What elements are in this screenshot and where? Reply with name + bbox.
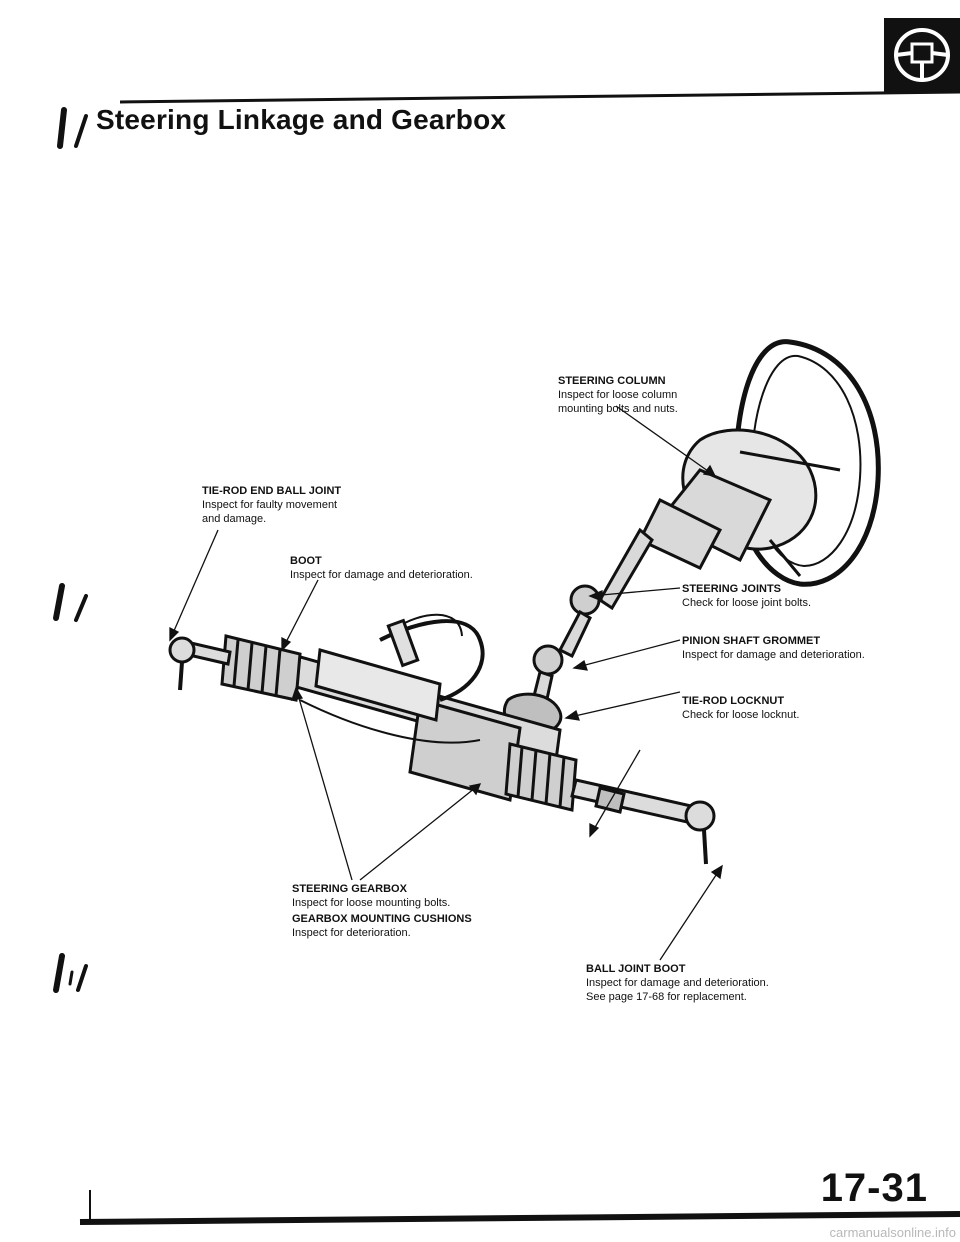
label-steering-joints: STEERING JOINTS Check for loose joint bo… — [682, 583, 812, 609]
check-mark-icon — [53, 107, 88, 993]
label-ball-joint-boot: BALL JOINT BOOT Inspect for damage and d… — [586, 963, 769, 1003]
header-rule — [119, 90, 960, 104]
left-boot-drawing — [220, 634, 302, 702]
label-tie-rod-end-ball-joint: TIE-ROD END BALL JOINT Inspect for fault… — [202, 485, 342, 525]
leader-lines — [169, 405, 723, 961]
steering-column-drawing — [503, 468, 773, 737]
label-pinion-shaft-grommet: PINION SHAFT GROMMET Inspect for damage … — [682, 635, 865, 661]
steering-wheel-icon — [884, 18, 960, 92]
right-boot-drawing — [504, 742, 578, 812]
watermark: carmanualsonline.info — [829, 1225, 956, 1240]
page-title: Steering Linkage and Gearbox — [96, 104, 507, 135]
right-tie-rod-end-drawing — [570, 778, 716, 865]
label-tie-rod-locknut: TIE-ROD LOCKNUT Check for loose locknut. — [682, 695, 800, 721]
footer-rule — [79, 1211, 960, 1225]
label-gearbox-mounting-cushions: GEARBOX MOUNTING CUSHIONS Inspect for de… — [292, 913, 472, 939]
label-boot: BOOT Inspect for damage and deterioratio… — [290, 555, 473, 581]
page-number: 17-31 — [820, 1166, 928, 1210]
label-steering-gearbox: STEERING GEARBOX Inspect for loose mount… — [292, 883, 451, 909]
left-tie-rod-end-drawing — [168, 636, 232, 691]
label-steering-column: STEERING COLUMN Inspect for loose column… — [558, 375, 678, 415]
steering-gearbox-drawing — [234, 613, 562, 802]
